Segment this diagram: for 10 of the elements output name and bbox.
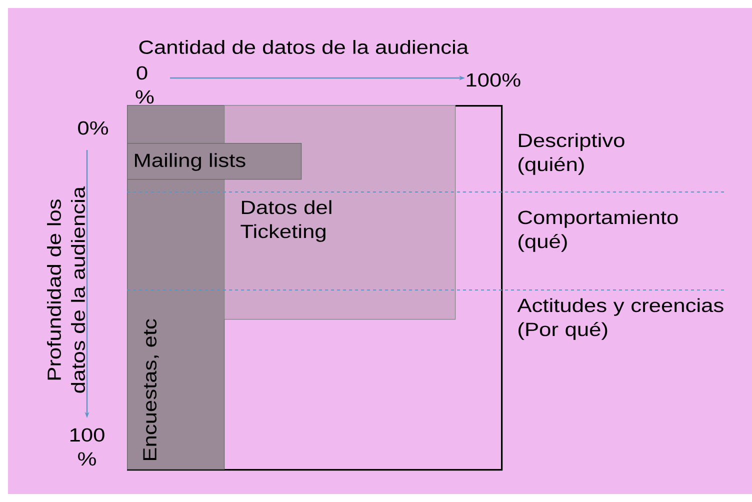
- row-label: Descriptivo (quién): [518, 133, 624, 175]
- axis-label: 0%: [78, 121, 108, 135]
- axis-title: Cantidad de datos de la audiencia: [139, 40, 469, 54]
- axis-label: 100%: [466, 73, 520, 87]
- mailing-list-bar: Mailing lists: [127, 143, 302, 180]
- axis-label: 0 %: [136, 66, 154, 104]
- axis-title: Profundidad de los datos de la audiencia: [47, 186, 85, 393]
- row-label: Actitudes y creencias (Por qué): [517, 298, 724, 340]
- axis-label: 100 %: [70, 428, 104, 466]
- row-label: Comportamiento (qué): [518, 210, 678, 252]
